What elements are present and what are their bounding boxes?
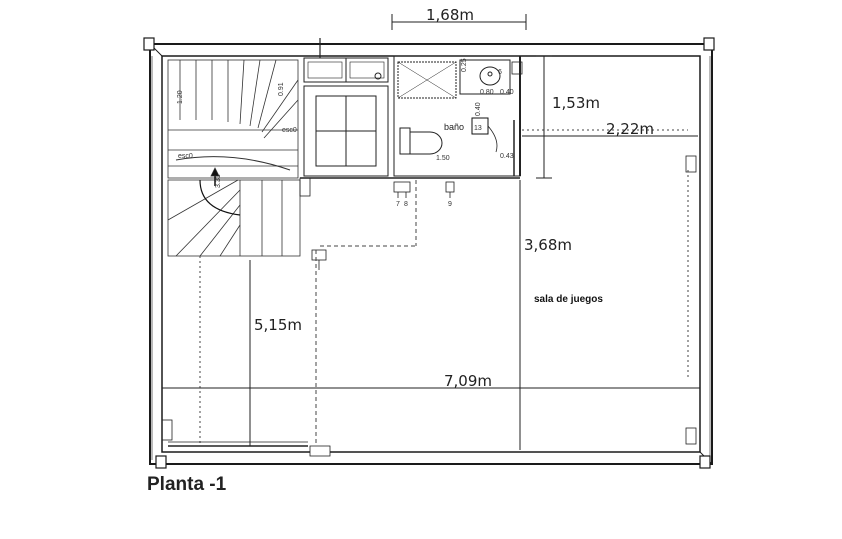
fixture-8: 8: [404, 201, 408, 208]
dim-right-width: 2,22m: [606, 120, 654, 138]
bath-dim-b: 0.40: [475, 102, 482, 116]
outer-walls: [143, 37, 715, 469]
stair-label-b: 0.91: [278, 82, 285, 96]
dim-bottom-width: 7,09m: [444, 372, 492, 390]
bath-label: baño: [444, 122, 464, 132]
wc-width-label: 1.50: [436, 155, 450, 162]
dim-mid-height: 3,68m: [524, 236, 572, 254]
fixture-9: 9: [448, 201, 452, 208]
esc-label-b: esc0: [178, 153, 193, 160]
plan-title: Planta -1: [147, 474, 227, 495]
bath-dim-a: 0.25: [461, 58, 468, 72]
fixture-markers: [161, 155, 697, 445]
bath-dim-c: 0.40: [500, 89, 514, 96]
stair-label-c: 3.31: [215, 174, 222, 188]
dim-top-width: 1,68m: [426, 6, 474, 24]
fixture-7: 7: [396, 201, 400, 208]
stair-label-a: 1.20: [177, 90, 184, 104]
bath-dim-e: 0.43: [500, 153, 514, 160]
dashed-lines: [199, 129, 689, 446]
room-label: sala de juegos: [534, 294, 603, 305]
fixture-6: 6: [498, 69, 502, 76]
bath-number: 13: [474, 125, 482, 132]
bath-dim-d: 0.80: [480, 89, 494, 96]
dim-left-height: 5,15m: [254, 316, 302, 334]
esc-label-a: esc0: [282, 127, 297, 134]
dimension-lines: [162, 14, 700, 450]
dim-right-height: 1,53m: [552, 94, 600, 112]
staircase: [167, 59, 301, 257]
utility-block: [299, 38, 520, 197]
